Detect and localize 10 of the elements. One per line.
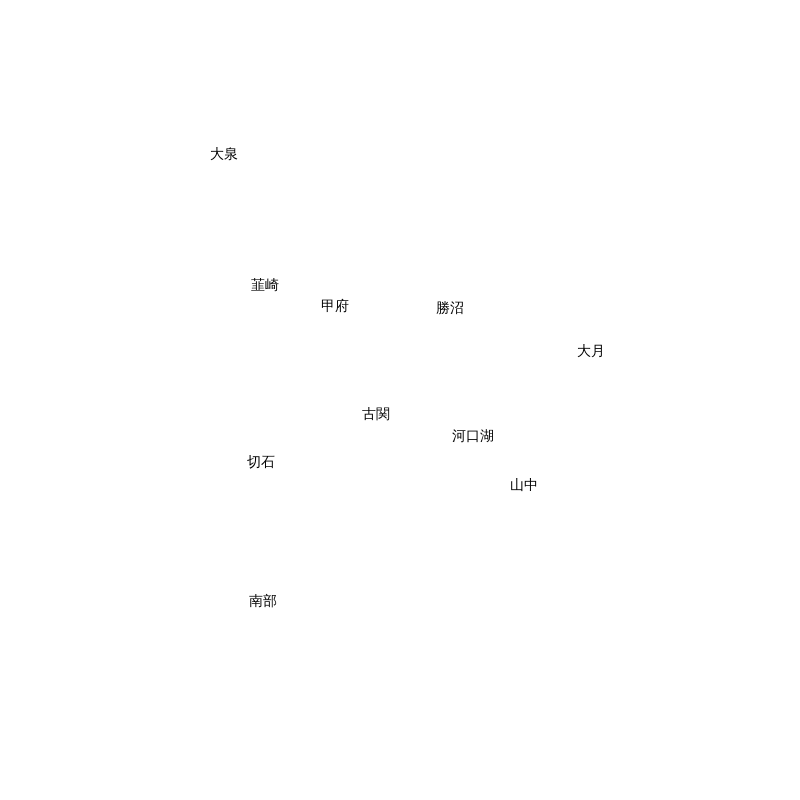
place-label: 甲府 bbox=[321, 298, 349, 316]
place-label: 河口湖 bbox=[452, 428, 494, 446]
place-label: 大月 bbox=[577, 344, 605, 360]
place-label: 大泉 bbox=[210, 146, 238, 164]
place-label: 切石 bbox=[247, 454, 275, 472]
place-label: 山中 bbox=[510, 478, 538, 494]
place-label: 南部 bbox=[249, 594, 277, 610]
place-label: 古関 bbox=[362, 406, 390, 424]
place-label: 勝沼 bbox=[436, 300, 464, 318]
place-label: 韮崎 bbox=[251, 278, 279, 294]
